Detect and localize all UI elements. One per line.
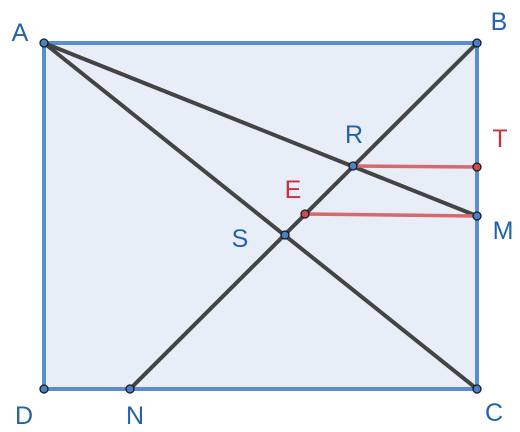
- label-e: E: [285, 176, 302, 204]
- label-a: A: [12, 19, 29, 47]
- label-s: S: [232, 225, 249, 253]
- point-b: [472, 38, 482, 48]
- point-e: [300, 209, 310, 219]
- segment-am: [42, 41, 479, 218]
- point-r: [348, 161, 358, 171]
- point-n: [125, 384, 135, 394]
- point-s: [280, 230, 290, 240]
- label-m: M: [493, 217, 514, 245]
- point-c: [472, 384, 482, 394]
- points: [39, 38, 482, 394]
- point-t: [472, 162, 482, 172]
- point-d: [39, 384, 49, 394]
- label-b: B: [491, 8, 508, 36]
- label-t: T: [492, 125, 507, 153]
- segment-em: [303, 212, 479, 218]
- point-labels: A B C D N M R S E T: [12, 8, 514, 430]
- label-d: D: [15, 402, 33, 430]
- point-a: [39, 38, 49, 48]
- label-n: N: [126, 402, 144, 430]
- label-c: C: [485, 399, 503, 427]
- segment-rt: [351, 164, 479, 169]
- label-r: R: [345, 121, 363, 149]
- point-m: [472, 211, 482, 221]
- segment-ac: [42, 41, 479, 391]
